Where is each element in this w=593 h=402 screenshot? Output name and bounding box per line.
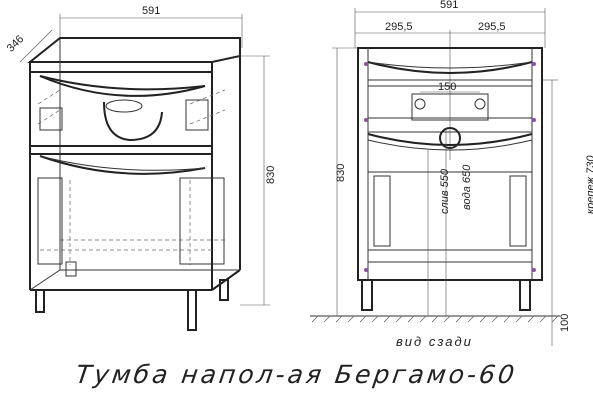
drawing-caption: Тумба напол-ая Бергамо-60 <box>73 360 520 389</box>
rear-height-label: 830 <box>335 164 347 182</box>
rear-half-left-label: 295,5 <box>385 21 413 33</box>
rear-cabinet-view: 591 295,5 295,5 150 <box>310 0 593 349</box>
front-width-label: 591 <box>142 5 160 17</box>
rear-width-label: 591 <box>440 0 458 11</box>
rear-view-label: вид сзади <box>396 334 473 349</box>
floor-gap-label: 100 <box>559 314 571 332</box>
isometric-cabinet-view: 591 346 830 <box>5 5 277 331</box>
water-height-label: вода 650 <box>461 164 473 210</box>
drain-height-label: слив 550 <box>439 168 451 214</box>
mount-height-label: крепеж 730 <box>585 155 593 214</box>
front-depth-label: 346 <box>5 33 26 54</box>
front-height-label: 830 <box>265 166 277 184</box>
rear-half-right-label: 295,5 <box>478 21 506 33</box>
pipe-spacing-label: 150 <box>438 81 456 93</box>
